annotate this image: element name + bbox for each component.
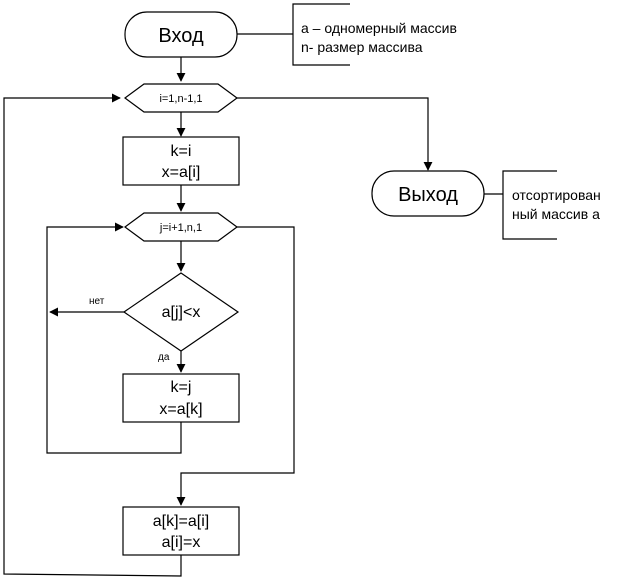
swap-line-2: a[i]=x xyxy=(162,534,201,551)
no-branch-label: нет xyxy=(89,296,105,307)
end-label: Выход xyxy=(398,184,458,206)
update-line-2: x=a[k] xyxy=(159,401,202,418)
update-line-1: k=j xyxy=(171,379,192,396)
init-line-2: x=a[i] xyxy=(162,164,201,181)
init-line-1: k=i xyxy=(171,143,192,160)
inner-loop-label: j=i+1,n,1 xyxy=(159,222,202,234)
swap-process-block: a[k]=a[i] a[i]=x xyxy=(122,506,240,556)
start-label: Вход xyxy=(158,25,204,47)
end-note-line-2: ный массив а xyxy=(512,206,600,222)
start-note-line-1: a – одномерный массив xyxy=(301,20,457,36)
end-annotation: отсортирован ный массив а xyxy=(484,170,601,240)
outer-loop-hexagon: i=1,n-1,1 xyxy=(123,83,239,113)
end-note-line-1: отсортирован xyxy=(512,187,601,203)
condition-diamond: a[j]<x xyxy=(122,272,240,352)
connector-outer-loop-exit xyxy=(237,97,433,171)
inner-loop-hexagon: j=i+1,n,1 xyxy=(123,212,239,242)
outer-loop-label: i=1,n-1,1 xyxy=(159,93,202,105)
swap-line-1: a[k]=a[i] xyxy=(153,513,209,530)
connector-inner-loop-return xyxy=(46,222,182,454)
connector-inner-loop-exit xyxy=(176,226,295,506)
start-terminator: Вход xyxy=(124,11,238,58)
init-process-block: k=i x=a[i] xyxy=(122,136,240,186)
start-annotation: a – одномерный массив n- размер массива xyxy=(237,3,457,66)
condition-label: a[j]<x xyxy=(162,304,201,321)
end-terminator: Выход xyxy=(371,170,485,217)
yes-branch-label: да xyxy=(158,352,170,363)
start-note-line-2: n- размер массива xyxy=(301,39,423,55)
update-process-block: k=j x=a[k] xyxy=(122,373,240,423)
connector-outer-loop-return xyxy=(3,93,182,577)
